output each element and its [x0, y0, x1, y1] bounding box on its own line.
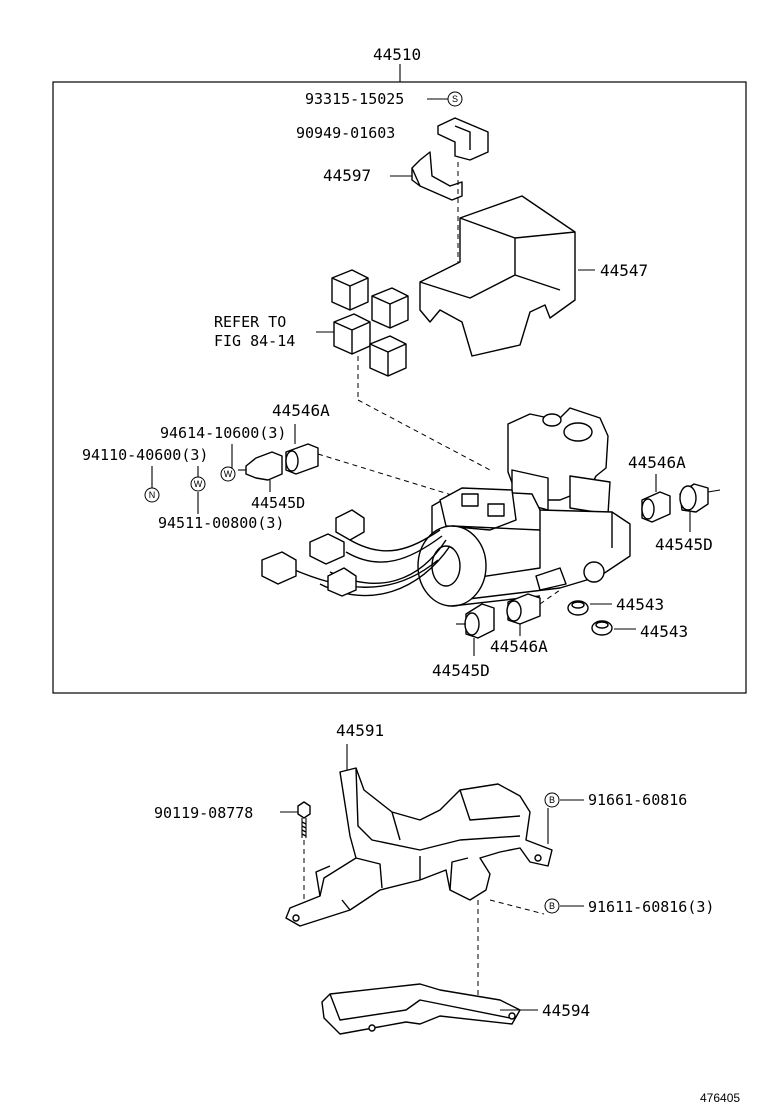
bolt-icon [297, 801, 311, 838]
svg-text:B: B [549, 901, 555, 911]
grommet-2-icon [591, 620, 613, 636]
b-symbol-icon-2: B [544, 898, 560, 914]
relay-group-icon [331, 269, 409, 377]
abs-actuator-icon [417, 407, 631, 607]
label-91661-60816: 91661-60816 [588, 791, 687, 809]
label-91611-60816: 91611-60816(3) [588, 898, 714, 916]
svg-text:B: B [549, 795, 555, 805]
label-44510: 44510 [373, 45, 421, 64]
bushing-left-icon [238, 443, 319, 481]
svg-text:N: N [149, 490, 156, 500]
label-refer-to: REFER TO [214, 313, 286, 331]
label-44597: 44597 [323, 166, 371, 185]
label-44545d-right: 44545D [655, 535, 713, 554]
label-94511-00800: 94511-00800(3) [158, 514, 284, 532]
label-44546a-bottom: 44546A [490, 637, 548, 656]
s-symbol-icon: S [447, 91, 463, 107]
wire-harness-icon [261, 509, 451, 597]
label-44546a-top: 44546A [272, 401, 330, 420]
label-90119-08778: 90119-08778 [154, 804, 253, 822]
label-44546a-right: 44546A [628, 453, 686, 472]
label-44591: 44591 [336, 721, 384, 740]
bracket-44597-icon [411, 151, 463, 201]
bushing-right-icon [641, 483, 721, 523]
n-symbol-icon: N [144, 487, 160, 503]
svg-text:W: W [224, 469, 233, 479]
label-44594: 44594 [542, 1001, 590, 1020]
label-44545d-left: 44545D [251, 494, 305, 512]
clip-part-icon [437, 117, 489, 161]
label-94614-10600: 94614-10600(3) [160, 424, 286, 442]
svg-text:W: W [194, 479, 203, 489]
w-symbol-icon-2: W [220, 466, 236, 482]
svg-text:S: S [452, 94, 458, 104]
plate-44594-icon [321, 983, 521, 1035]
label-93315-15025: 93315-15025 [305, 90, 404, 108]
w-symbol-icon-1: W [190, 476, 206, 492]
label-44545d-bottom: 44545D [432, 661, 490, 680]
cover-44547-icon [419, 195, 576, 357]
grommet-1-icon [567, 600, 589, 616]
label-90949-01603: 90949-01603 [296, 124, 395, 142]
label-44547: 44547 [600, 261, 648, 280]
label-44543-a: 44543 [616, 595, 664, 614]
bushing-bottom-icon [456, 593, 541, 639]
label-fig-84-14: FIG 84-14 [214, 332, 295, 350]
reference-id: 476405 [700, 1091, 740, 1105]
bracket-44591-icon [285, 767, 553, 927]
label-44543-b: 44543 [640, 622, 688, 641]
label-94110-40600: 94110-40600(3) [82, 446, 208, 464]
b-symbol-icon-1: B [544, 792, 560, 808]
